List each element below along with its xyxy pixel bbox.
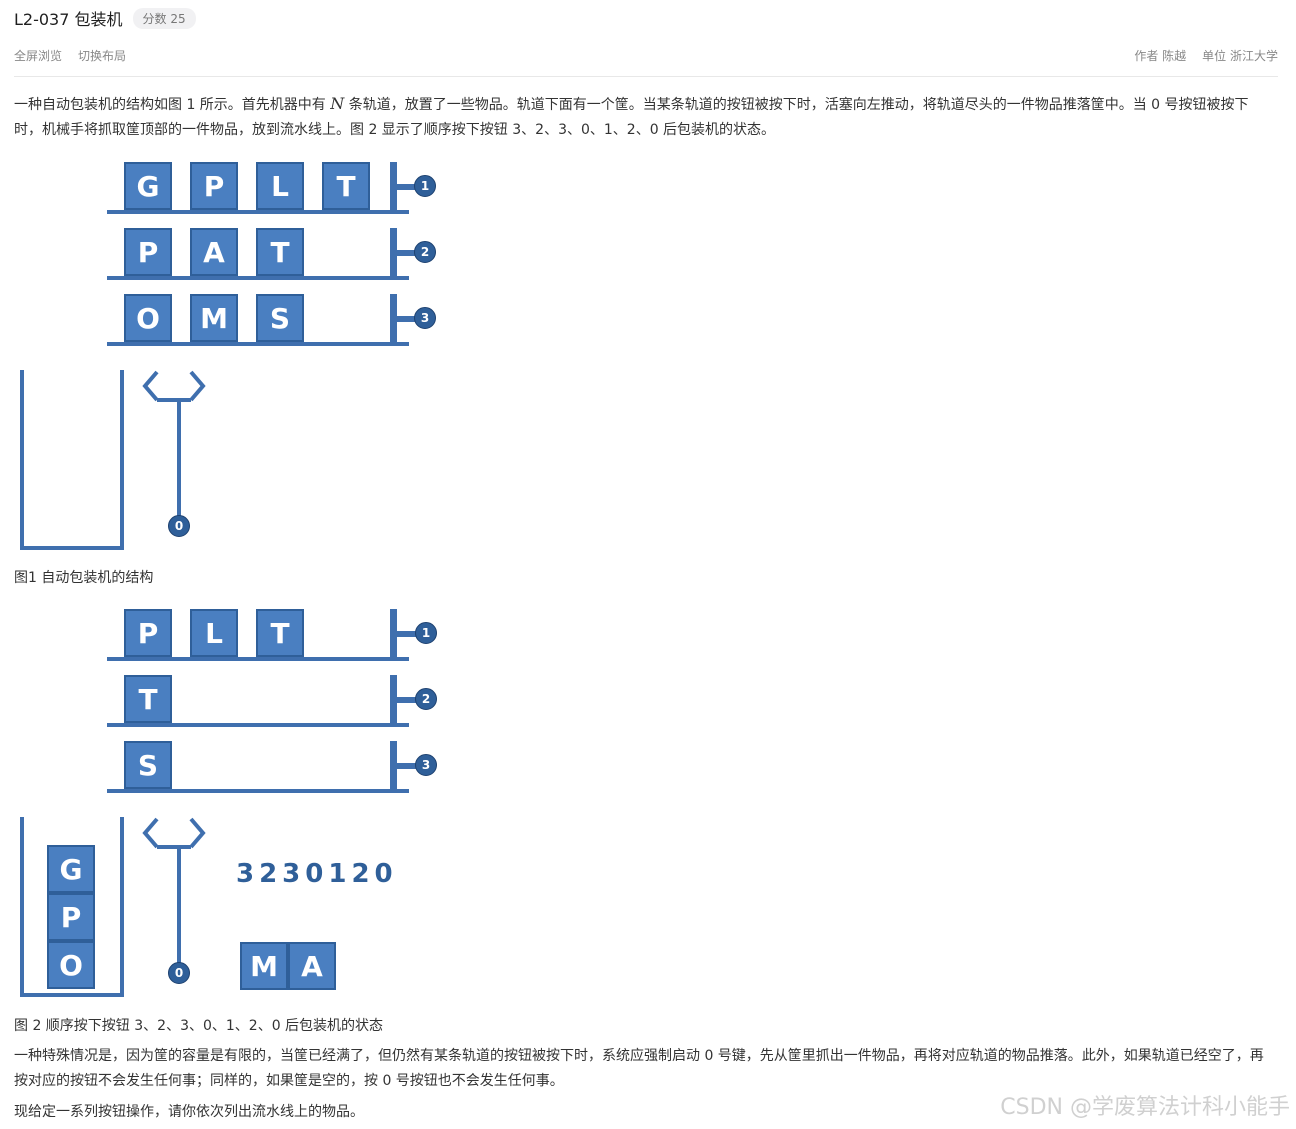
track-3-item: M bbox=[190, 294, 238, 342]
basket-item: G bbox=[47, 845, 95, 893]
track-1-piston bbox=[396, 184, 416, 190]
track-1-button[interactable]: 1 bbox=[415, 622, 437, 644]
track-3-rail bbox=[107, 342, 409, 346]
track-3-item: S bbox=[124, 741, 172, 789]
figure-1-caption: 图1 自动包装机的结构 bbox=[14, 570, 154, 586]
task-paragraph: 现给定一系列按钮操作，请你依次列出流水线上的物品。 bbox=[14, 1104, 364, 1120]
track-2-item: T bbox=[256, 228, 304, 276]
track-3-item: S bbox=[256, 294, 304, 342]
track-3-pusher bbox=[390, 741, 397, 793]
track-3-pusher bbox=[390, 294, 397, 346]
variable-n: N bbox=[330, 94, 345, 113]
track-2-piston bbox=[396, 250, 416, 256]
conveyor-item: M bbox=[240, 942, 288, 990]
track-3-piston bbox=[396, 763, 416, 769]
track-2-pusher bbox=[390, 675, 397, 727]
toolbar-right: 作者 陈越 单位 浙江大学 bbox=[1134, 47, 1278, 64]
track-2-button[interactable]: 2 bbox=[415, 688, 437, 710]
problem-title: L2-037 包装机 bbox=[14, 10, 123, 29]
author-label: 作者 陈越 bbox=[1134, 49, 1187, 63]
conveyor-item: A bbox=[288, 942, 336, 990]
grabber-button[interactable]: 0 bbox=[168, 515, 190, 537]
switch-layout-button[interactable]: 切换布局 bbox=[78, 49, 127, 63]
toolbar-left: 全屏浏览 切换布局 bbox=[14, 47, 126, 64]
watermark: CSDN @学废算法计科小能手 bbox=[1000, 1095, 1290, 1120]
track-1-pusher bbox=[390, 162, 397, 214]
button-sequence-label: 3230120 bbox=[236, 859, 398, 889]
track-2-button[interactable]: 2 bbox=[414, 241, 436, 263]
grabber-arm bbox=[142, 817, 206, 983]
track-2-pusher bbox=[390, 228, 397, 280]
score-badge: 分数 25 bbox=[132, 7, 196, 29]
grabber-arm bbox=[142, 370, 206, 536]
track-1-item: P bbox=[124, 609, 172, 657]
basket bbox=[20, 817, 124, 997]
toolbar: 全屏浏览 切换布局 作者 陈越 单位 浙江大学 bbox=[14, 47, 1278, 64]
intro-text-b: 条轨道，放置了一些物品。轨道下面有一个筐。当某条轨道的按钮被按下时，活塞向左推动… bbox=[14, 97, 1249, 138]
track-2-item: A bbox=[190, 228, 238, 276]
track-1-item: L bbox=[256, 162, 304, 210]
track-1-item: T bbox=[256, 609, 304, 657]
basket bbox=[20, 370, 124, 550]
track-1-button[interactable]: 1 bbox=[414, 175, 436, 197]
unit-label: 单位 浙江大学 bbox=[1202, 49, 1278, 63]
track-3-item: O bbox=[124, 294, 172, 342]
fullscreen-button[interactable]: 全屏浏览 bbox=[14, 49, 63, 63]
track-1-rail bbox=[107, 657, 409, 661]
track-1-piston bbox=[396, 631, 416, 637]
intro-paragraph: 一种自动包装机的结构如图 1 所示。首先机器中有 N 条轨道，放置了一些物品。轨… bbox=[14, 91, 1264, 143]
track-2-rail bbox=[107, 723, 409, 727]
basket-item: O bbox=[47, 941, 95, 989]
grabber-button[interactable]: 0 bbox=[168, 962, 190, 984]
track-3-piston bbox=[396, 316, 416, 322]
track-1-item: P bbox=[190, 162, 238, 210]
track-2-rail bbox=[107, 276, 409, 280]
track-2-item: P bbox=[124, 228, 172, 276]
track-3-button[interactable]: 3 bbox=[415, 754, 437, 776]
problem-header: L2-037 包装机 分数 25 全屏浏览 切换布局 作者 陈越 单位 浙江大学 bbox=[14, 6, 1278, 77]
special-case-paragraph: 一种特殊情况是，因为筐的容量是有限的，当筐已经满了，但仍然有某条轨道的按钮被按下… bbox=[14, 1048, 1264, 1089]
track-3-button[interactable]: 3 bbox=[414, 307, 436, 329]
track-2-piston bbox=[396, 697, 416, 703]
track-1-item: G bbox=[124, 162, 172, 210]
track-1-pusher bbox=[390, 609, 397, 661]
figure-2-caption: 图 2 顺序按下按钮 3、2、3、0、1、2、0 后包装机的状态 bbox=[14, 1018, 384, 1034]
track-1-item: L bbox=[190, 609, 238, 657]
track-3-rail bbox=[107, 789, 409, 793]
title-row: L2-037 包装机 分数 25 bbox=[14, 6, 1278, 30]
track-1-rail bbox=[107, 210, 409, 214]
basket-item: P bbox=[47, 893, 95, 941]
intro-text-a: 一种自动包装机的结构如图 1 所示。首先机器中有 bbox=[14, 97, 331, 113]
track-1-item: T bbox=[322, 162, 370, 210]
track-2-item: T bbox=[124, 675, 172, 723]
